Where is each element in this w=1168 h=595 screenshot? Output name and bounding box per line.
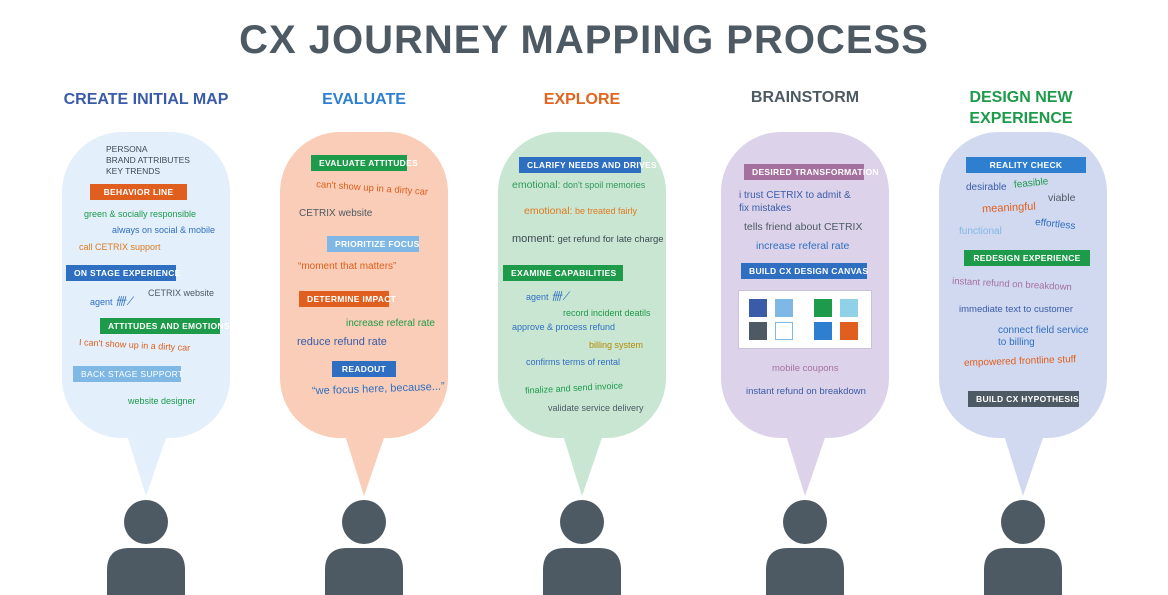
stage-title-brainstorm: BRAINSTORM (705, 87, 905, 108)
note: immediate text to customer (959, 304, 1074, 315)
stage-title-create: CREATE INITIAL MAP (46, 89, 246, 110)
note-line: to billing (998, 337, 1035, 348)
person-icon (107, 500, 185, 595)
bubble-evaluate (280, 132, 448, 496)
stage-title-line: BRAINSTORM (750, 89, 860, 106)
note: i trust CETRIX to admit & fix mistakes (739, 189, 851, 215)
canvas-tile (749, 299, 767, 317)
tag-on-stage: ON STAGE EXPERIENCE (66, 265, 180, 281)
note: connect field service to billing (998, 325, 1089, 349)
tag-back-stage: BACK STAGE SUPPORT (73, 366, 183, 382)
tag-prioritize-focus: PRIORITIZE FOCUS (327, 236, 419, 252)
create-intro-list: PERSONA BRAND ATTRIBUTES KEY TRENDS (106, 144, 190, 177)
note: green & socially responsible (84, 209, 197, 219)
design-canvas-grid (738, 290, 872, 349)
agent-label: agent (90, 297, 113, 307)
note-line: connect field service (998, 325, 1089, 336)
note: agent 卌 ⁄ (90, 296, 131, 308)
note: instant refund on breakdown (746, 386, 866, 397)
stage-title-line: CREATE INITIAL MAP (63, 91, 229, 108)
canvas-tile (814, 299, 832, 317)
note: mobile coupons (772, 363, 839, 374)
emotional-text: be treated fairly (574, 206, 638, 216)
note: tells friend about CETRIX (744, 221, 863, 233)
tag-build-canvas: BUILD CX DESIGN CANVAS (741, 263, 868, 279)
canvas-tile (775, 322, 793, 340)
note: approve & process refund (512, 322, 616, 332)
note: CETRIX website (148, 288, 215, 298)
canvas-tile (840, 299, 858, 317)
tag-evaluate-attitudes: EVALUATE ATTITUDES (311, 155, 418, 171)
canvas-tile (775, 299, 793, 317)
bubble-explore (498, 132, 666, 496)
note: always on social & mobile (112, 225, 216, 235)
bubble-brainstorm (721, 132, 889, 496)
moment-label: moment: (512, 233, 555, 245)
tag-reality-check: REALITY CHECK (966, 157, 1086, 173)
tag-determine-impact: DETERMINE IMPACT (299, 291, 396, 307)
person-icon (325, 500, 403, 595)
canvas-tile (749, 322, 767, 340)
note: call CETRIX support (79, 242, 161, 252)
note: “moment that matters” (298, 261, 397, 272)
note: functional (959, 226, 1002, 237)
stage-title-evaluate: EVALUATE (264, 89, 464, 110)
tag-redesign: REDESIGN EXPERIENCE (964, 250, 1090, 266)
stage-title-line: EXPERIENCE (969, 110, 1073, 127)
emotional-text: don't spoil memories (562, 180, 646, 190)
person-icon (543, 500, 621, 595)
note: reduce refund rate (297, 336, 387, 348)
note: emotional: be treated fairly (524, 205, 637, 217)
note: moment: get refund for late charge (512, 233, 664, 246)
note: agent 卌 ⁄ (526, 291, 567, 303)
note: desirable (966, 182, 1007, 193)
canvas-tile (814, 322, 832, 340)
tag-examine: EXAMINE CAPABILITIES (503, 265, 623, 281)
intro-item: BRAND ATTRIBUTES (106, 155, 190, 165)
tag-behavior-line: BEHAVIOR LINE (90, 184, 187, 200)
tag-build-hypothesis: BUILD CX HYPOTHESIS (968, 391, 1079, 407)
tally-icon: 卌 ⁄ (115, 295, 132, 308)
intro-item: PERSONA (106, 144, 148, 154)
note-line: i trust CETRIX to admit & (739, 190, 851, 201)
note-line: fix mistakes (739, 203, 792, 214)
note: viable (1048, 192, 1076, 204)
page-title: CX JOURNEY MAPPING PROCESS (239, 18, 929, 62)
note: CETRIX website (299, 208, 373, 219)
note: website designer (128, 396, 196, 406)
stage-title-line: DESIGN NEW (969, 89, 1073, 106)
bubble-create (62, 132, 230, 496)
note: validate service delivery (548, 403, 644, 413)
stage-title-explore: EXPLORE (482, 89, 682, 110)
note: emotional: don't spoil memories (512, 179, 645, 191)
bubble-design (939, 132, 1107, 496)
tag-attitudes: ATTITUDES AND EMOTIONS (100, 318, 230, 334)
agent-label: agent (526, 292, 549, 302)
emotional-label: emotional: (512, 179, 561, 191)
tag-desired: DESIRED TRANSFORMATION (744, 164, 879, 180)
note: record incident deatils (563, 308, 651, 318)
note: confirms terms of rental (526, 357, 621, 367)
note: increase referal rate (756, 240, 850, 252)
person-icon (766, 500, 844, 595)
moment-text: get refund for late charge (557, 234, 664, 245)
tag-clarify: CLARIFY NEEDS AND DRIVES (519, 157, 657, 173)
stage-title-line: EVALUATE (322, 91, 406, 108)
stage-title-design: DESIGN NEW EXPERIENCE (921, 87, 1121, 129)
tag-readout: READOUT (332, 361, 396, 377)
canvas-tile (840, 322, 858, 340)
stage-title-line: EXPLORE (543, 91, 621, 108)
intro-item: KEY TRENDS (106, 166, 161, 176)
person-icon (984, 500, 1062, 595)
note: increase referal rate (346, 318, 435, 329)
note: billing system (589, 340, 644, 350)
tally-icon: 卌 ⁄ (551, 290, 568, 303)
emotional-label: emotional: (524, 205, 573, 217)
